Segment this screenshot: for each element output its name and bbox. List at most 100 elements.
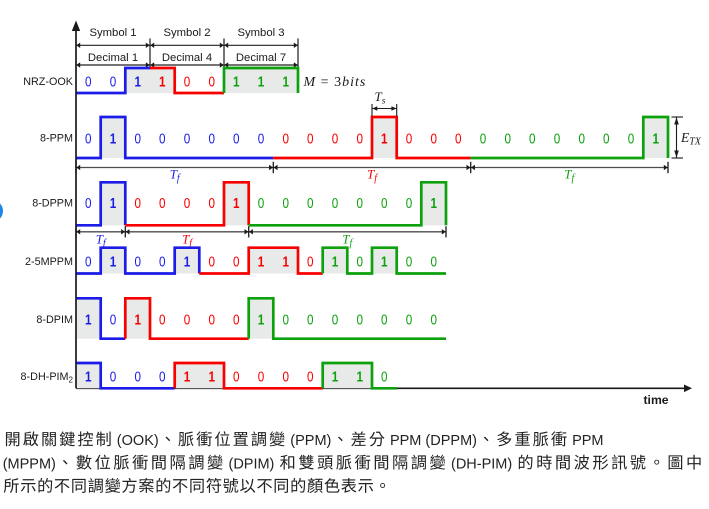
svg-text:ETX: ETX (680, 130, 702, 148)
svg-text:0: 0 (110, 311, 117, 328)
svg-text:0: 0 (381, 195, 388, 212)
svg-text:0: 0 (208, 311, 215, 328)
svg-text:0: 0 (430, 311, 437, 328)
svg-text:1: 1 (208, 368, 215, 385)
svg-text:0: 0 (356, 253, 363, 270)
svg-text:Symbol 3: Symbol 3 (237, 27, 284, 39)
svg-text:0: 0 (282, 368, 289, 385)
svg-text:8-DPPM: 8-DPPM (32, 197, 73, 209)
svg-text:0: 0 (258, 130, 265, 147)
svg-text:2-5MPPM: 2-5MPPM (25, 256, 73, 268)
svg-text:0: 0 (603, 130, 610, 147)
svg-text:1: 1 (258, 73, 265, 90)
svg-text:1: 1 (258, 311, 265, 328)
svg-text:(DPPM): (DPPM) (425, 433, 477, 449)
svg-text:0: 0 (233, 368, 240, 385)
svg-text:0: 0 (233, 311, 240, 328)
svg-text:0: 0 (307, 253, 314, 270)
svg-text:0: 0 (134, 130, 141, 147)
svg-text:0: 0 (282, 195, 289, 212)
svg-text:PPM: PPM (390, 433, 421, 449)
svg-text:0: 0 (208, 130, 215, 147)
svg-text:Tf: Tf (564, 167, 575, 185)
svg-text:0: 0 (184, 311, 191, 328)
svg-text:8-PPM: 8-PPM (40, 132, 73, 144)
svg-text:Symbol 2: Symbol 2 (163, 27, 210, 39)
svg-text:8-DH-PIM2: 8-DH-PIM2 (21, 371, 74, 385)
svg-text:0: 0 (258, 195, 265, 212)
svg-text:1: 1 (110, 253, 117, 270)
svg-text:0: 0 (332, 195, 339, 212)
svg-text:0: 0 (159, 195, 166, 212)
svg-text:0: 0 (258, 368, 265, 385)
svg-text:0: 0 (554, 130, 561, 147)
svg-text:0: 0 (628, 130, 635, 147)
svg-text:0: 0 (356, 130, 363, 147)
svg-text:(OOK): (OOK) (117, 433, 159, 449)
svg-text:0: 0 (455, 130, 462, 147)
svg-text:0: 0 (307, 368, 314, 385)
svg-text:1: 1 (381, 130, 388, 147)
svg-text:0: 0 (85, 253, 92, 270)
svg-text:1: 1 (159, 73, 166, 90)
svg-text:0: 0 (184, 130, 191, 147)
svg-text:0: 0 (430, 253, 437, 270)
svg-text:0: 0 (381, 368, 388, 385)
svg-text:1: 1 (85, 311, 92, 328)
svg-text:0: 0 (307, 311, 314, 328)
svg-text:0: 0 (480, 130, 487, 147)
svg-text:M = 3bits: M = 3bits (303, 75, 367, 90)
svg-text:0: 0 (356, 311, 363, 328)
svg-text:(DPIM): (DPIM) (229, 456, 275, 472)
svg-text:0: 0 (134, 253, 141, 270)
svg-text:0: 0 (529, 130, 536, 147)
svg-text:0: 0 (282, 130, 289, 147)
svg-text:1: 1 (85, 368, 92, 385)
svg-text:0: 0 (208, 73, 215, 90)
svg-text:Tf: Tf (170, 167, 181, 185)
svg-text:0: 0 (504, 130, 511, 147)
svg-text:0: 0 (159, 253, 166, 270)
svg-text:0: 0 (85, 195, 92, 212)
svg-text:0: 0 (184, 73, 191, 90)
svg-text:0: 0 (85, 130, 92, 147)
svg-text:1: 1 (332, 368, 339, 385)
svg-text:NRZ-OOK: NRZ-OOK (23, 76, 74, 88)
svg-text:0: 0 (85, 73, 92, 90)
svg-text:0: 0 (134, 368, 141, 385)
svg-text:1: 1 (332, 253, 339, 270)
svg-text:Tf: Tf (367, 167, 378, 185)
svg-text:Tf: Tf (342, 231, 353, 249)
svg-text:0: 0 (578, 130, 585, 147)
svg-text:1: 1 (430, 195, 437, 212)
svg-text:0: 0 (110, 368, 117, 385)
svg-text:1: 1 (652, 130, 659, 147)
svg-text:time: time (644, 393, 669, 407)
svg-text:1: 1 (134, 311, 141, 328)
svg-text:0: 0 (208, 253, 215, 270)
svg-text:0: 0 (134, 195, 141, 212)
svg-text:0: 0 (406, 311, 413, 328)
svg-text:0: 0 (307, 195, 314, 212)
svg-text:1: 1 (110, 195, 117, 212)
svg-text:Symbol 1: Symbol 1 (89, 27, 136, 39)
svg-text:0: 0 (406, 130, 413, 147)
svg-text:1: 1 (233, 73, 240, 90)
svg-text:Decimal 1: Decimal 1 (88, 52, 138, 64)
svg-text:0: 0 (332, 311, 339, 328)
svg-text:0: 0 (159, 368, 166, 385)
svg-text:0: 0 (282, 311, 289, 328)
svg-text:0: 0 (356, 195, 363, 212)
svg-text:0: 0 (233, 253, 240, 270)
svg-text:8-DPIM: 8-DPIM (36, 314, 73, 326)
svg-text:0: 0 (159, 130, 166, 147)
svg-text:0: 0 (307, 130, 314, 147)
svg-text:1: 1 (110, 130, 117, 147)
svg-text:PPM: PPM (572, 433, 603, 449)
svg-text:1: 1 (258, 253, 265, 270)
svg-text:0: 0 (184, 195, 191, 212)
svg-text:1: 1 (282, 73, 289, 90)
svg-text:0: 0 (381, 311, 388, 328)
svg-text:1: 1 (184, 368, 191, 385)
svg-text:(PPM): (PPM) (290, 433, 331, 449)
